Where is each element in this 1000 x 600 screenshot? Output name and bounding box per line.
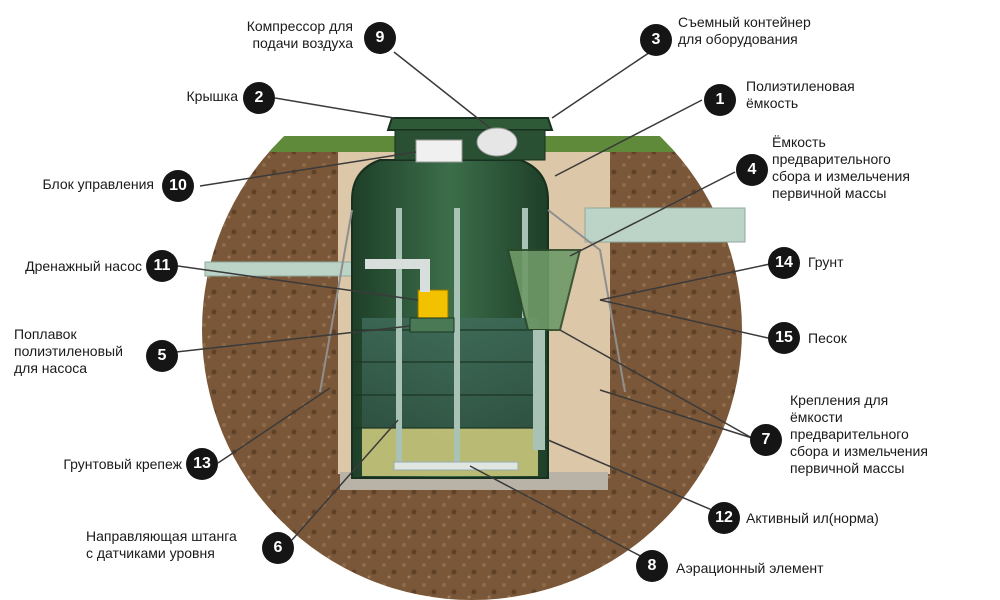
badge-7: 7 <box>750 424 782 456</box>
badge-10: 10 <box>162 170 194 202</box>
control-unit <box>415 139 463 163</box>
label-active-sludge: Активный ил(норма) <box>746 510 879 526</box>
ground-anchor-left <box>319 209 353 393</box>
badge-6: 6 <box>262 532 294 564</box>
label-ground-anchor: Грунтовый крепеж <box>63 456 182 472</box>
badge-5: 5 <box>146 340 178 372</box>
badge-15: 15 <box>768 322 800 354</box>
leader-lines <box>175 39 771 561</box>
badge-4: 4 <box>736 154 768 186</box>
badge-3: 3 <box>640 24 672 56</box>
compressor <box>476 127 518 157</box>
ground-anchor-right <box>547 209 626 393</box>
label-drain-pump: Дренажный насос <box>25 258 142 274</box>
label-sand: Песок <box>808 330 847 346</box>
aeration-element <box>393 461 519 471</box>
label-aeration: Аэрационный элемент <box>676 560 824 576</box>
label-lid: Крышка <box>186 88 238 104</box>
badge-9: 9 <box>364 22 396 54</box>
inlet-pipe <box>584 207 746 243</box>
badge-2: 2 <box>243 82 275 114</box>
badge-12: 12 <box>708 502 740 534</box>
guide-rod <box>396 208 402 468</box>
label-control-unit: Блок управления <box>42 176 154 192</box>
lid <box>386 117 554 131</box>
pump-float <box>409 317 455 333</box>
badge-1: 1 <box>704 84 736 116</box>
badge-8: 8 <box>636 550 668 582</box>
badge-11: 11 <box>146 250 178 282</box>
badge-13: 13 <box>186 448 218 480</box>
badge-14: 14 <box>768 247 800 279</box>
drainage-pump <box>417 289 449 319</box>
label-soil: Грунт <box>808 254 844 270</box>
